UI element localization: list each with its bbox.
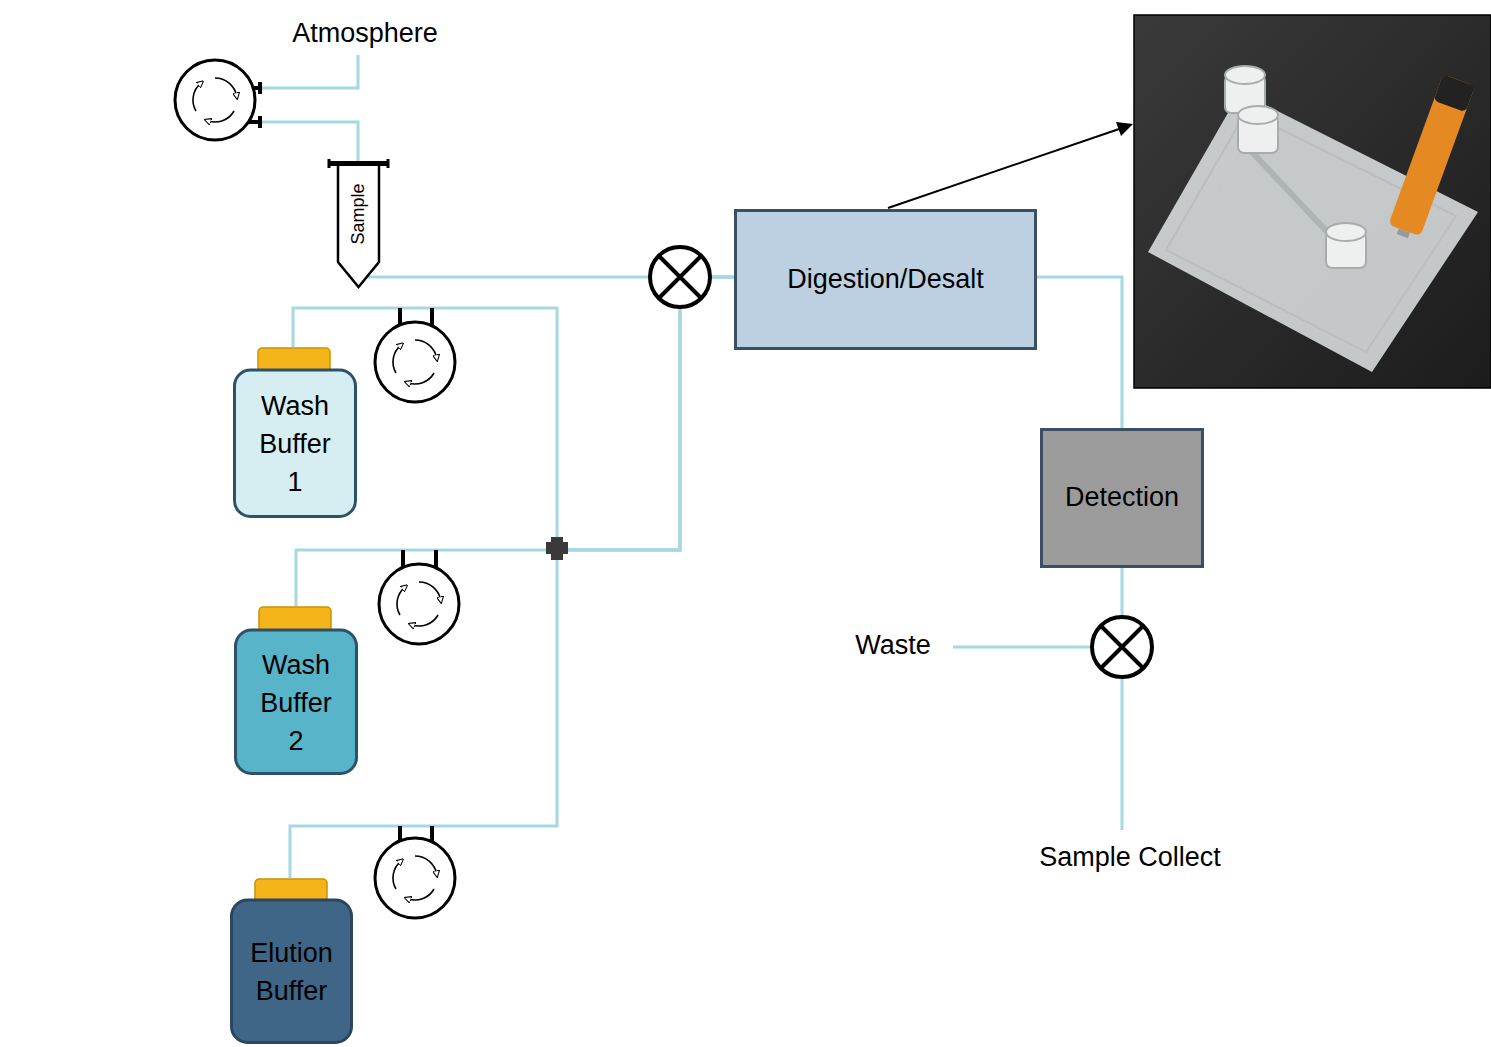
tubing-connector xyxy=(1037,277,1122,428)
port-label: Atmosphere xyxy=(292,17,438,49)
text-holder: Detection xyxy=(1040,428,1204,568)
buffer-bottle: Wash Buffer 2 xyxy=(234,606,358,775)
device-photo xyxy=(1134,15,1491,388)
text-holder: Sample xyxy=(337,168,380,260)
node-label: Sample xyxy=(349,183,369,244)
node-label: Wash Buffer 2 xyxy=(252,646,340,760)
pump-symbol xyxy=(175,60,255,140)
node-label: Elution Buffer xyxy=(248,934,336,1010)
collect-tube xyxy=(1121,677,1124,830)
buffer-bottle: Wash Buffer 1 xyxy=(233,347,357,518)
cross-junction xyxy=(546,537,568,560)
tubing-connector xyxy=(293,277,734,550)
box-fill xyxy=(736,211,1036,349)
atmosphere-tube xyxy=(260,55,358,88)
sample-tube: Sample xyxy=(337,162,380,288)
bottle-body xyxy=(236,630,357,774)
node-label: Wash Buffer 1 xyxy=(251,387,339,501)
node-label: Detection xyxy=(1059,481,1185,515)
port-label: Waste xyxy=(855,629,931,661)
valve-symbol xyxy=(1092,617,1152,677)
text-holder: Wash Buffer 2 xyxy=(234,630,358,775)
text-holder: Wash Buffer 1 xyxy=(233,370,357,518)
tube-body xyxy=(338,165,379,287)
waste-tube xyxy=(953,646,1092,649)
tubing-connector xyxy=(290,277,734,878)
tube-cap xyxy=(329,159,388,168)
text-holder: Digestion/Desalt xyxy=(734,209,1037,350)
outlet-tube xyxy=(1121,568,1124,617)
node-label: Digestion/Desalt xyxy=(781,263,990,297)
pump-symbol xyxy=(375,838,455,918)
process-box: Digestion/Desalt xyxy=(734,209,1037,350)
tubing xyxy=(260,55,1122,830)
tubing-connector xyxy=(296,277,734,606)
tube-cap xyxy=(329,161,388,166)
pump-symbol xyxy=(375,322,455,402)
buffer-bottle: Elution Buffer xyxy=(230,878,353,1044)
bottle-body xyxy=(235,370,356,517)
bottle-body xyxy=(232,900,352,1043)
pressure-tube xyxy=(260,122,358,162)
callout-line xyxy=(888,128,1122,208)
valve-symbol xyxy=(650,247,710,307)
box-fill xyxy=(1042,430,1203,567)
process-box: Detection xyxy=(1040,428,1204,568)
pump-symbol xyxy=(379,564,459,644)
callout-head xyxy=(1116,122,1133,136)
port-label: Sample Collect xyxy=(1039,841,1221,873)
text-holder: Elution Buffer xyxy=(230,900,353,1044)
